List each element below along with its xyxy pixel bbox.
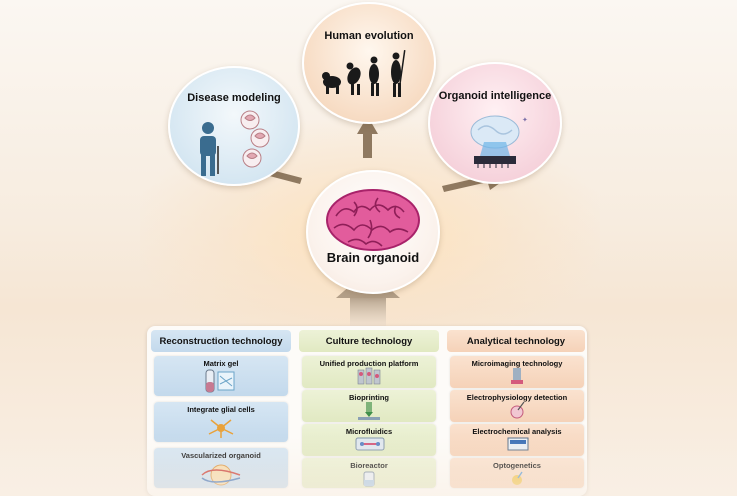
svg-text:✦: ✦ xyxy=(522,116,528,124)
vessel-icon xyxy=(201,464,241,486)
arrow-to-evolution xyxy=(357,116,378,158)
electrode-icon xyxy=(510,401,525,419)
glial-cells-label: Integrate glial cells xyxy=(187,405,255,414)
electrochemical-label: Electrochemical analysis xyxy=(472,427,562,436)
microimaging-card: Microimaging technology xyxy=(450,356,584,388)
vascularized-card: Vascularized organoid xyxy=(154,448,288,488)
electrophysiology-card: Electrophysiology detection xyxy=(450,390,584,422)
disease-modeling-title: Disease modeling xyxy=(187,92,281,104)
reconstruction-header: Reconstruction technology xyxy=(151,330,291,352)
neuron-icon xyxy=(208,419,234,438)
microimaging-label: Microimaging technology xyxy=(471,359,563,368)
bioprinting-card: Bioprinting xyxy=(302,390,436,422)
production-platform-card: Unified production platform xyxy=(302,356,436,388)
cell-stack-icon xyxy=(357,367,381,385)
electrochemical-card: Electrochemical analysis xyxy=(450,424,584,456)
chip-channel-icon xyxy=(355,437,385,451)
tube-icon xyxy=(205,369,235,393)
brain-organoid-circle: Brain organoid xyxy=(306,170,440,294)
human-evolution-title: Human evolution xyxy=(324,30,414,42)
bioreactor-card: Bioreactor xyxy=(302,458,436,488)
disease-modeling-circle: Disease modeling xyxy=(168,66,300,186)
culture-header: Culture technology xyxy=(299,330,439,352)
human-silhouette-icon xyxy=(200,110,270,176)
organoid-intelligence-title: Organoid intelligence xyxy=(438,90,552,102)
electrophysiology-label: Electrophysiology detection xyxy=(466,393,568,402)
evolution-silhouettes-icon xyxy=(322,50,406,97)
microfluidics-label: Microfluidics xyxy=(345,427,393,436)
analyzer-icon xyxy=(507,437,529,451)
bioprinting-label: Bioprinting xyxy=(349,393,389,402)
matrix-gel-label: Matrix gel xyxy=(203,359,239,368)
production-platform-label: Unified production platform xyxy=(319,359,419,368)
brain-icon xyxy=(326,189,420,251)
light-probe-icon xyxy=(512,471,523,485)
matrix-gel-card: Matrix gel xyxy=(154,356,288,396)
chip-icon: ✦ xyxy=(470,115,528,168)
microscope-icon xyxy=(511,368,523,384)
brain-organoid-title: Brain organoid xyxy=(326,250,420,265)
flask-icon xyxy=(363,471,375,487)
microfluidics-card: Microfluidics xyxy=(302,424,436,456)
printer-icon xyxy=(358,402,380,420)
glial-cells-card: Integrate glial cells xyxy=(154,402,288,442)
organoid-intelligence-circle: Organoid intelligence ✦ xyxy=(428,62,562,184)
optogenetics-card: Optogenetics xyxy=(450,458,584,488)
analytical-header: Analytical technology xyxy=(447,330,585,352)
human-evolution-circle: Human evolution xyxy=(302,2,436,124)
